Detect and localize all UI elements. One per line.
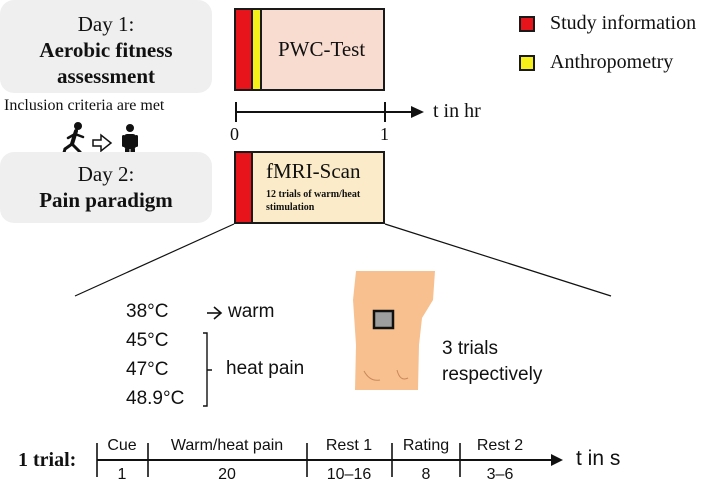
- fmri-scan-sublabel-line2: stimulation: [266, 202, 315, 213]
- fmri-scan-label: fMRI-Scan: [266, 159, 361, 183]
- trial-axis-label: t in s: [576, 447, 621, 470]
- legend-swatch-study-info: [519, 16, 535, 32]
- legend-label-anthropometry: Anthropometry: [550, 51, 674, 73]
- day2-subtitle: Pain paradigm: [39, 188, 173, 212]
- legend-swatch-anthropometry: [519, 55, 535, 71]
- phase-duration-cue: 1: [117, 466, 127, 483]
- phase-duration-warm-heat: 20: [218, 466, 236, 483]
- warm-label: warm: [228, 301, 275, 322]
- day1-title: Day 1:: [77, 12, 135, 36]
- day1-subtitle-line1: Aerobic fitness: [39, 38, 173, 62]
- arrow-right-icon: [92, 133, 113, 153]
- fmri-scan-sublabel-line1: 12 trials of warm/heat: [266, 189, 361, 200]
- leg-illustration: [353, 271, 435, 390]
- phase-name-warm-heat: Warm/heat pain: [170, 437, 284, 454]
- temp-heat-3: 48.9°C: [126, 388, 185, 409]
- heat-pain-label: heat pain: [226, 358, 305, 379]
- day2-title: Day 2:: [77, 162, 135, 186]
- phase-duration-rest1: 10–16: [326, 466, 372, 483]
- phase-name-cue: Cue: [107, 437, 137, 454]
- trial-title: 1 trial:: [18, 449, 77, 471]
- warm-arrow: [207, 306, 223, 320]
- phase-duration-rating: 8: [421, 466, 431, 483]
- hour-axis-label: t in hr: [433, 100, 481, 122]
- day2-box: Day 2: Pain paradigm: [0, 152, 212, 223]
- study-info-bar: [236, 10, 253, 89]
- phase-name-rest2: Rest 2: [476, 437, 524, 454]
- thermode-icon: [372, 309, 395, 330]
- trials-text-line1: 3 trials: [442, 338, 498, 359]
- hour-tick-0: 0: [230, 124, 239, 144]
- study-info-bar-day2: [236, 153, 253, 222]
- trial-timeline: [96, 443, 563, 477]
- trials-text-line2: respectively: [442, 364, 543, 385]
- phase-name-rest1: Rest 1: [325, 437, 373, 454]
- zoom-line-left: [74, 223, 235, 297]
- day1-box: Day 1: Aerobic fitness assessment: [0, 0, 212, 93]
- temp-heat-1: 45°C: [126, 330, 169, 351]
- fmri-scan-block: fMRI-Scan 12 trials of warm/heat stimula…: [234, 151, 385, 224]
- pwc-test-block: PWC-Test: [234, 8, 385, 91]
- legend-label-study-info: Study information: [550, 12, 697, 34]
- temp-heat-2: 47°C: [126, 359, 169, 380]
- hour-tick-1: 1: [380, 124, 389, 144]
- phase-duration-rest2: 3–6: [486, 466, 514, 483]
- inclusion-text: Inclusion criteria are met: [4, 97, 165, 114]
- phase-name-rating: Rating: [402, 437, 450, 454]
- heat-bracket: [203, 332, 212, 407]
- day1-subtitle-line2: assessment: [57, 64, 155, 88]
- pwc-test-label: PWC-Test: [278, 37, 366, 61]
- temp-warm: 38°C: [126, 301, 169, 322]
- hour-axis: [235, 102, 424, 122]
- anthropometry-bar: [253, 10, 262, 89]
- zoom-line-right: [384, 223, 612, 297]
